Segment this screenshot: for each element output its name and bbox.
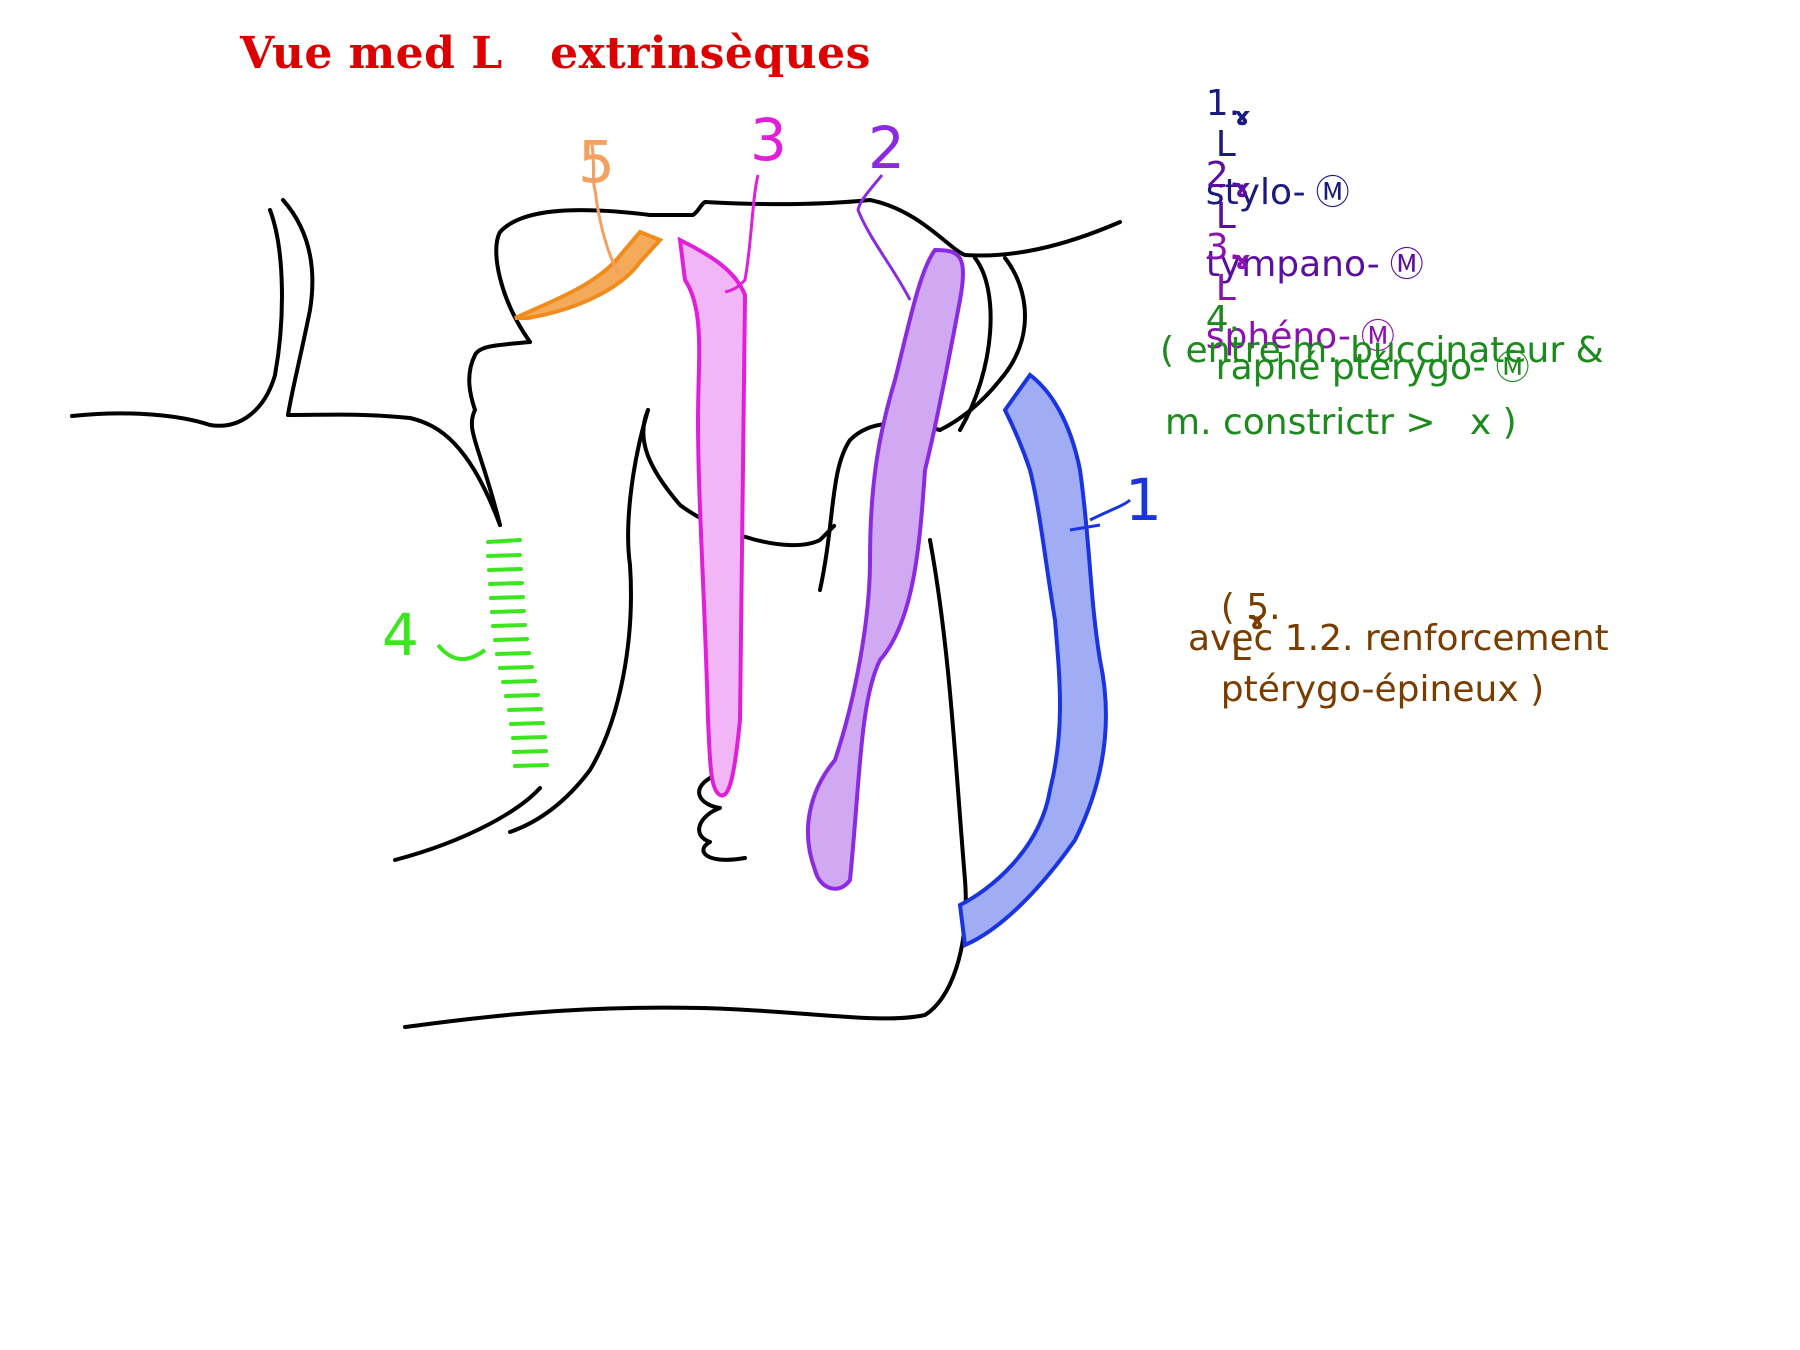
raphe-4-dashes xyxy=(486,538,549,768)
m-circle-icon: Ⓜ xyxy=(1389,245,1424,285)
outline-left xyxy=(281,198,502,527)
ligament-3-band xyxy=(677,236,748,798)
label-4: 4 xyxy=(382,601,419,669)
ligament-3-leader xyxy=(724,174,760,294)
ligament-2-leader xyxy=(856,174,912,301)
legend-note-line-1: ( entre m. buccinateur & xyxy=(1160,330,1604,371)
ligament-2-band xyxy=(805,247,965,891)
label-5: 5 xyxy=(578,128,615,196)
ligament-5-leader xyxy=(590,144,622,276)
legend-note-line-2: m. constrictr > x ) xyxy=(1165,402,1517,443)
m-circle-icon: Ⓜ xyxy=(1315,173,1350,213)
m-circle-icon: Ⓜ xyxy=(1360,317,1395,357)
ligament-5-band xyxy=(514,229,664,320)
m-circle-icon: Ⓜ xyxy=(1495,348,1530,388)
page-title: Vue med L extrinsèques xyxy=(240,28,871,79)
ligament-1-leader xyxy=(1089,498,1132,522)
legend-extra-line-2: avec 1.2. renforcement xyxy=(1188,618,1609,659)
ligament-1-band xyxy=(957,372,1108,948)
label-3: 3 xyxy=(750,106,787,174)
legend-item-4: 4. raphé ptérygo-Ⓜ xyxy=(1205,299,1530,388)
raphe-4-leader xyxy=(436,643,487,661)
label-2: 2 xyxy=(868,114,905,182)
label-1: 1 xyxy=(1125,466,1162,534)
